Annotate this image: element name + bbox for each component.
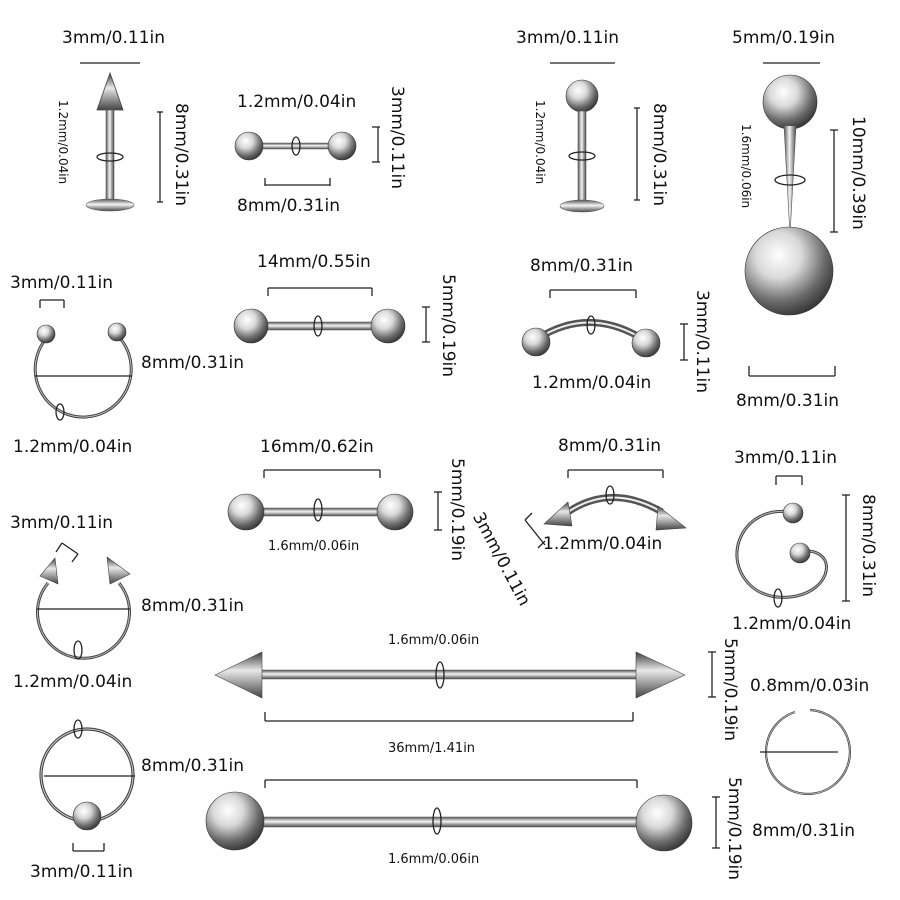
dim-label: 8mm/0.31in [736, 391, 840, 411]
industrial-spike [214, 651, 716, 722]
dim-label: 8mm/0.31in [649, 103, 669, 207]
dim-label: 8mm/0.31in [558, 436, 662, 456]
curved-barbell-spike [524, 469, 687, 549]
dim-label: 1.2mm/0.04in [13, 437, 133, 457]
dim-label: 8mm/0.31in [530, 256, 634, 276]
dim-label: 3mm/0.11in [516, 28, 620, 48]
dim-label: 16mm/0.62in [260, 437, 374, 457]
horseshoe-ball [33, 299, 133, 421]
dim-label: 3mm/0.11in [10, 273, 114, 293]
spiral-ring [735, 475, 850, 608]
dim-label: 1.6mm/0.06in [739, 124, 753, 209]
dim-label: 5mm/0.19in [438, 274, 458, 378]
dim-label: 1.2mm/0.04in [237, 92, 357, 112]
dim-label: 1.2mm/0.04in [543, 534, 663, 554]
dim-label: 1.2mm/0.04in [532, 373, 652, 393]
dim-label: 3mm/0.11in [62, 28, 166, 48]
ball-labret [550, 62, 640, 213]
dim-label: 3mm/0.11in [30, 862, 134, 882]
barbell-14mm [233, 287, 430, 344]
horseshoe-spike [36, 542, 131, 660]
barbell-16mm [227, 469, 442, 531]
dim-label: 3mm/0.11in [692, 290, 712, 394]
dim-label: 10mm/0.39in [848, 116, 868, 230]
dim-label: 1.6mm/0.06in [388, 633, 480, 648]
belly-ring [744, 62, 838, 377]
captive-bead-ring [39, 719, 135, 852]
dim-label: 5mm/0.19in [447, 458, 467, 562]
dim-label: 8mm/0.31in [858, 494, 878, 598]
dim-label: 5mm/0.19in [720, 638, 740, 742]
dim-label: 5mm/0.19in [732, 28, 836, 48]
dim-label: 8mm/0.31in [237, 196, 341, 216]
ball-barbell-small [234, 126, 380, 186]
dim-label: 14mm/0.55in [257, 252, 371, 272]
dim-label: 8mm/0.31in [752, 821, 856, 841]
dim-label: 0.8mm/0.03in [750, 676, 870, 696]
dim-label: 1.6mm/0.06in [268, 539, 360, 554]
dim-label: 8mm/0.31in [141, 353, 245, 373]
nose-hoop [760, 708, 852, 795]
dim-label: 3mm/0.11in [10, 513, 114, 533]
spike-labret [80, 62, 163, 212]
dim-label: 5mm/0.19in [724, 777, 744, 881]
dim-label: 3mm/0.11in [387, 86, 407, 190]
dim-label: 1.2mm/0.04in [533, 100, 547, 185]
curved-barbell-ball [521, 289, 688, 361]
dim-label: 1.2mm/0.04in [56, 100, 70, 185]
dim-label: 8mm/0.31in [171, 103, 191, 207]
dim-label: 3mm/0.11in [734, 448, 838, 468]
dim-label: 1.2mm/0.04in [13, 672, 133, 692]
dim-label: 1.2mm/0.04in [732, 614, 852, 634]
dim-label: 36mm/1.41in [388, 741, 476, 756]
dim-label: 8mm/0.31in [141, 596, 245, 616]
dim-label: 8mm/0.31in [141, 756, 245, 776]
dim-label: 1.6mm/0.06in [388, 852, 480, 867]
industrial-ball [205, 779, 720, 852]
